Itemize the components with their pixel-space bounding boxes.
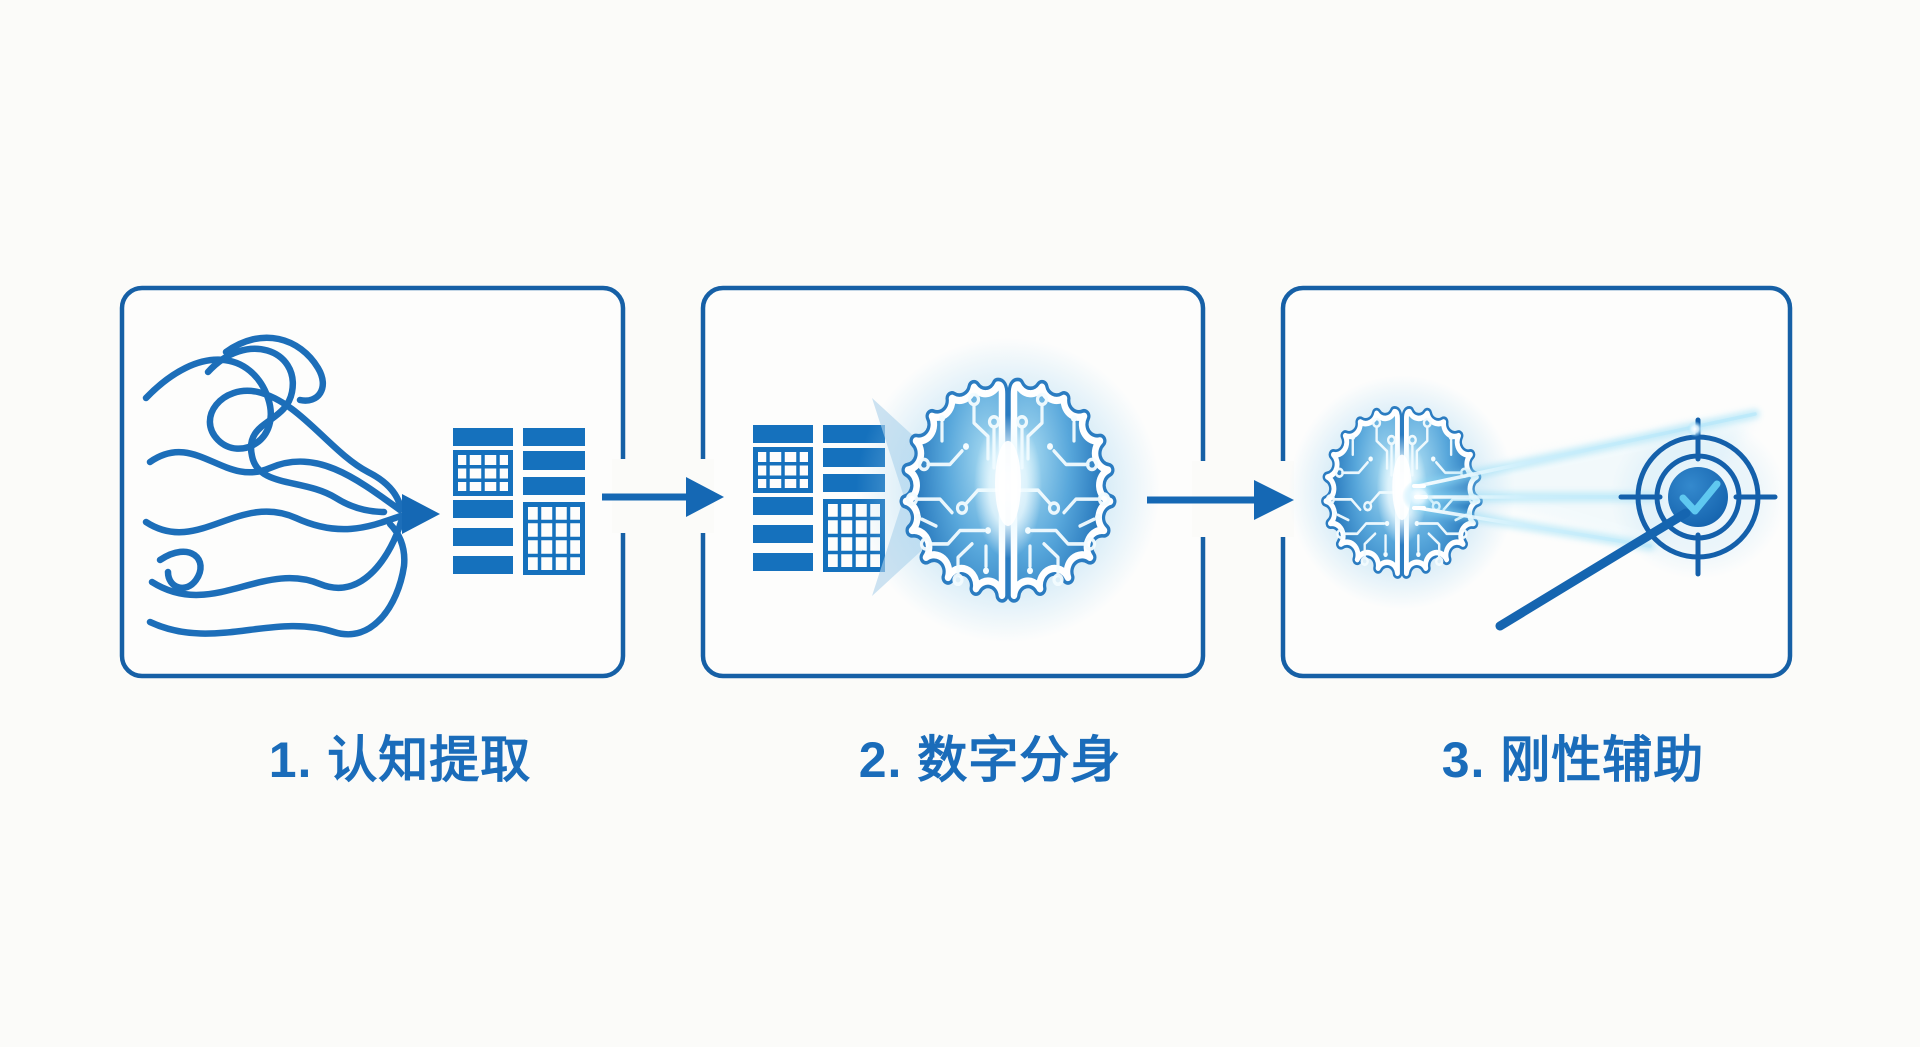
pointer-line-icon [1495,508,1691,631]
target-reticle-icon [1610,415,1786,579]
flow-arrow-2-icon [1147,480,1294,520]
step-1-label: 1. 认知提取 [268,732,532,788]
tangled-lines-icon [142,334,408,638]
step-2-label: 2. 数字分身 [858,732,1122,788]
panel-3-content [1289,376,1786,631]
panel-2-content [753,338,1160,643]
beam-spark-icon [1687,421,1703,437]
panel-1-content [142,334,585,638]
flow-arrow-1-icon [602,477,724,517]
extract-arrow-icon [402,494,440,534]
circuit-brain-icon [856,338,1160,643]
step-3-label: 3. 刚性辅助 [1441,732,1705,788]
checkmark-icon [1679,480,1721,515]
